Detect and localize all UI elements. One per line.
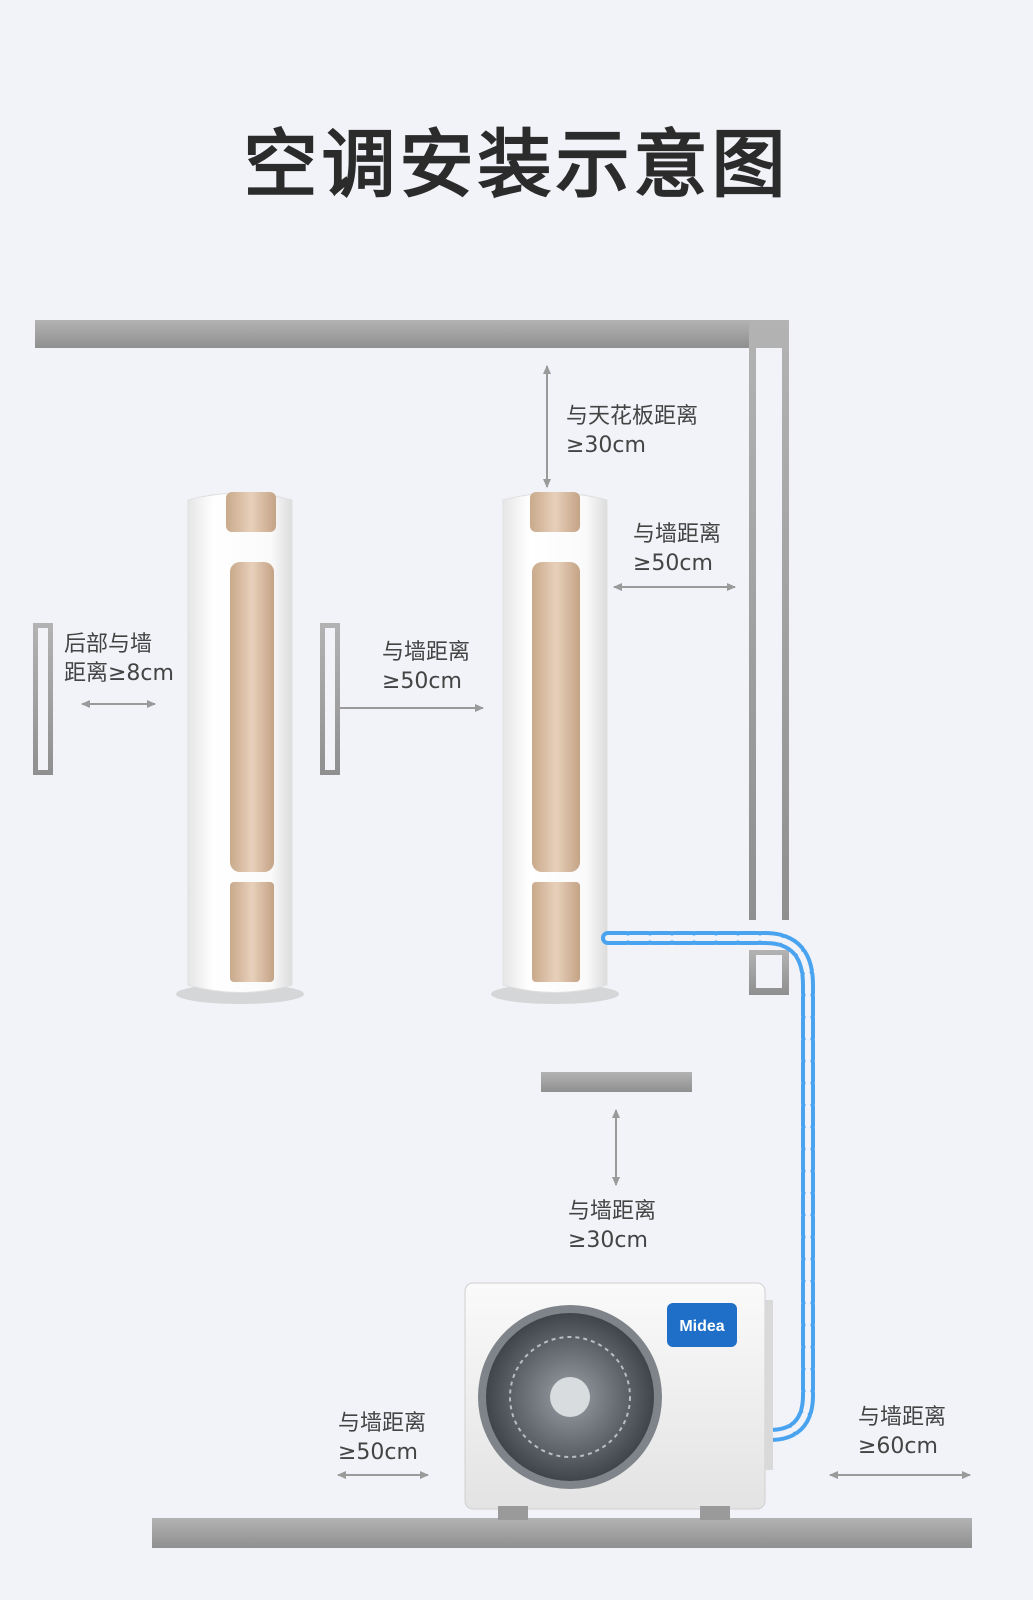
outdoor-left-label: 与墙距离 ≥50cm bbox=[338, 1411, 427, 1465]
page-title: 空调安装示意图 bbox=[243, 122, 790, 208]
indoor-unit-left bbox=[176, 492, 304, 1004]
outdoor-top-label: 与墙距离 ≥30cm bbox=[568, 1199, 657, 1253]
floor bbox=[152, 1518, 972, 1548]
indoor-unit-right bbox=[491, 492, 619, 1004]
back-wall-label: 后部与墙 距离≥8cm bbox=[64, 632, 174, 686]
ceiling-wall bbox=[35, 320, 789, 348]
side-wall-right-label: 与墙距离 ≥50cm bbox=[633, 522, 722, 576]
ceiling-label: 与天花板距离 ≥30cm bbox=[566, 404, 699, 458]
outdoor-unit bbox=[464, 1282, 773, 1520]
outdoor-right-label: 与墙距离 ≥60cm bbox=[858, 1405, 947, 1459]
midea-logo: Midea bbox=[679, 1318, 724, 1335]
outdoor-top-wall bbox=[541, 1072, 692, 1092]
side-wall-left-label: 与墙距离 ≥50cm bbox=[382, 640, 471, 694]
